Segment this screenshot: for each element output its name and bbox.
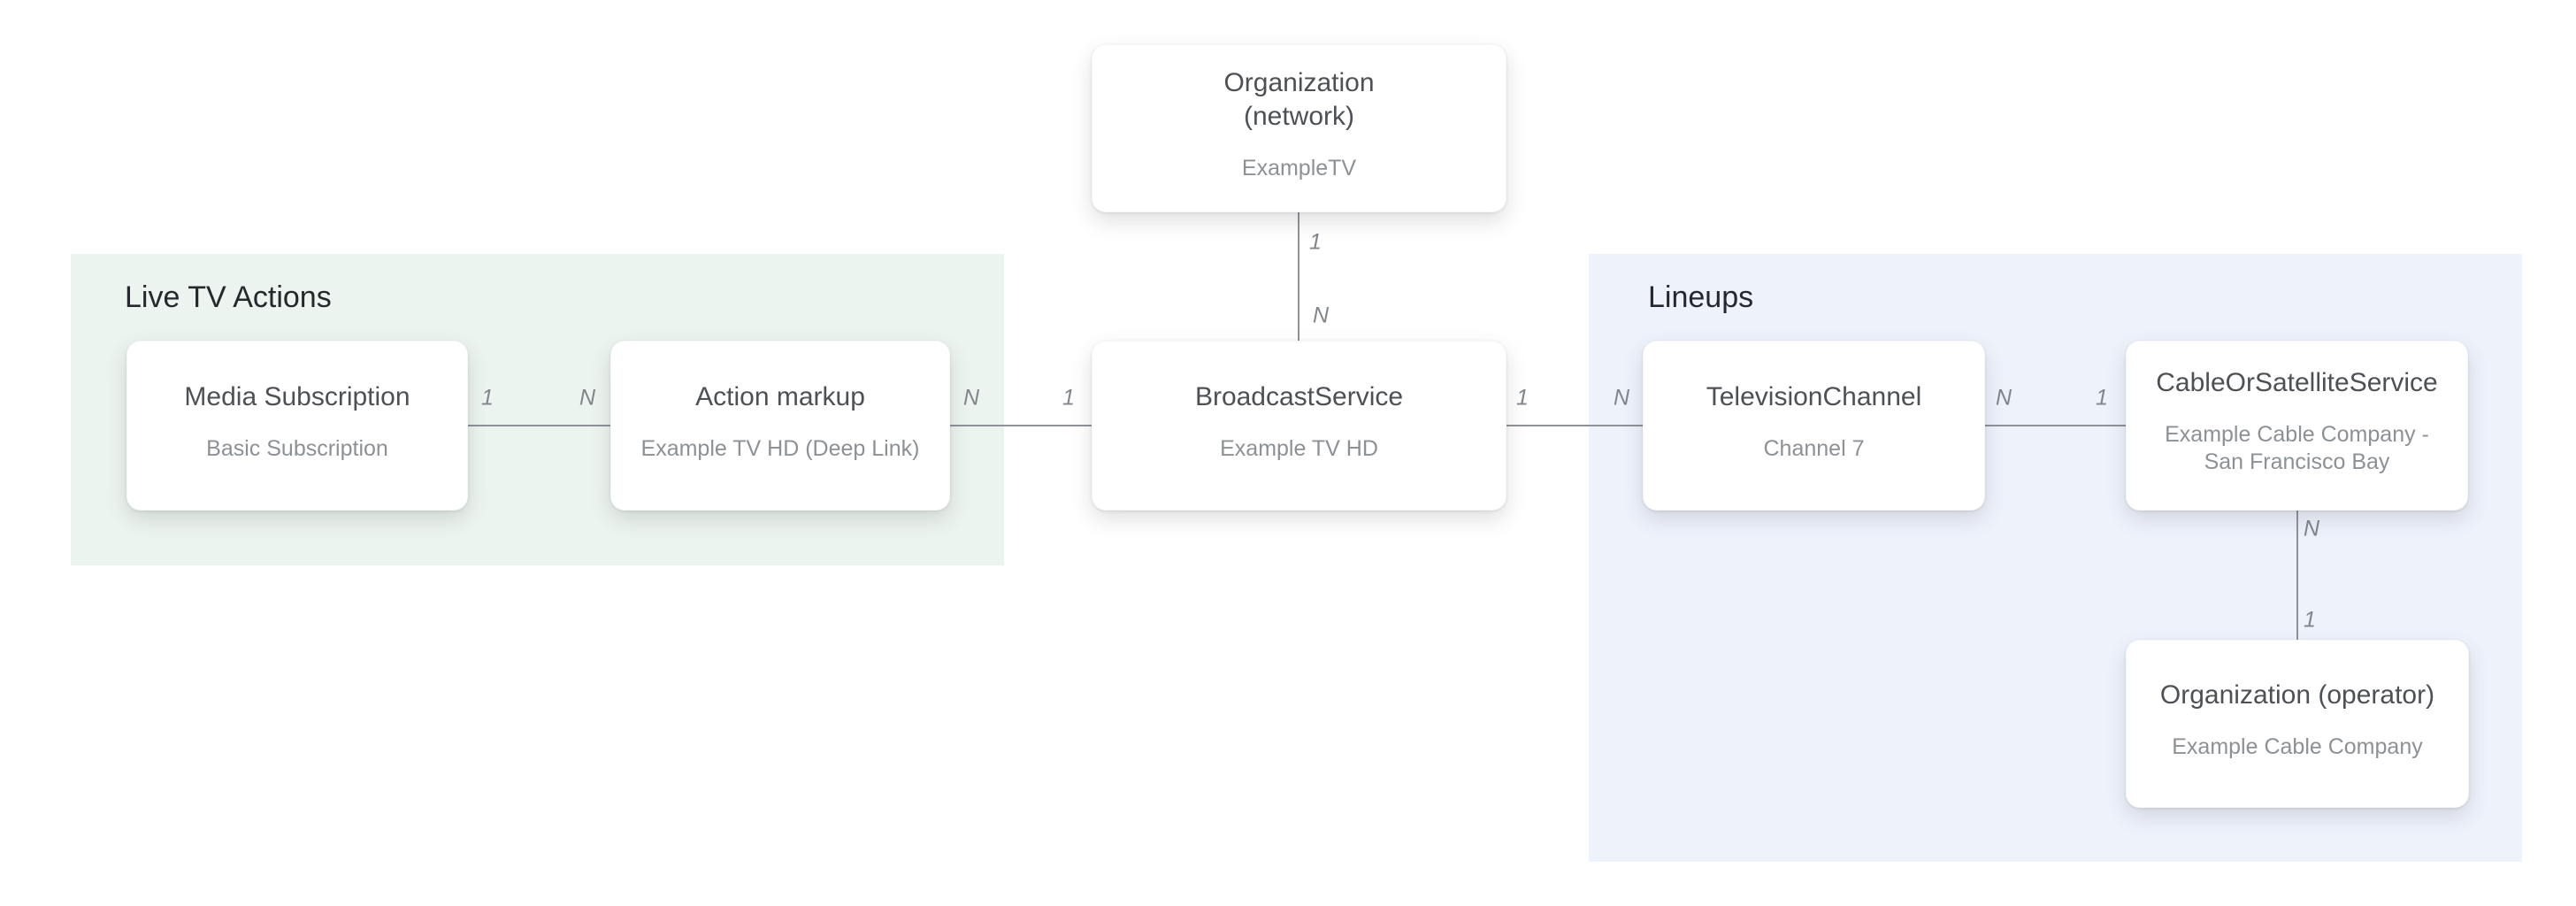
node-title: Action markup [695, 381, 865, 411]
cardinality-label: N [1312, 303, 1330, 328]
cardinality-label: N [2303, 516, 2320, 541]
node-title: Organization [1223, 67, 1375, 97]
connector-action-markup-to-broadcast-service [950, 425, 1092, 426]
node-media-subscription: Media Subscription Basic Subscription [126, 341, 468, 511]
connector-media-subscription-to-action-markup [468, 425, 610, 426]
cardinality-label: 1 [481, 385, 494, 411]
node-title: TelevisionChannel [1706, 381, 1922, 411]
cardinality-label: 1 [2304, 607, 2316, 633]
cardinality-label: N [1995, 385, 2012, 411]
node-television-channel: TelevisionChannel Channel 7 [1643, 341, 1985, 511]
connector-broadcast-service-to-television-channel [1506, 425, 1643, 426]
node-cable-or-satellite-service: CableOrSatelliteService Example Cable Co… [2126, 341, 2468, 511]
node-organization-network: Organization (network) ExampleTV [1092, 44, 1506, 212]
node-subtitle: Example Cable Company [2172, 733, 2423, 759]
node-title: Media Subscription [184, 381, 410, 411]
node-subtitle: Channel 7 [1763, 435, 1865, 461]
node-title: Organization (operator) [2159, 680, 2435, 710]
lineups-region-label: Lineups [1648, 280, 1754, 314]
live-tv-actions-region-label: Live TV Actions [125, 280, 332, 314]
node-title-line2: (network) [1243, 101, 1355, 131]
connector-cable-service-to-organization-operator [2296, 511, 2298, 640]
cardinality-label: 1 [1309, 229, 1322, 255]
cardinality-label: 1 [1516, 385, 1529, 411]
node-subtitle: Basic Subscription [206, 435, 388, 461]
node-subtitle: Example Cable Company - [2165, 422, 2429, 447]
connector-television-channel-to-cable-service [1985, 425, 2126, 426]
node-organization-operator: Organization (operator) Example Cable Co… [2126, 640, 2469, 808]
node-broadcast-service: BroadcastService Example TV HD [1092, 341, 1506, 511]
cardinality-label: N [579, 385, 596, 411]
cardinality-label: 1 [1062, 385, 1075, 411]
connector-organization-network-to-broadcast-service [1298, 212, 1300, 341]
node-subtitle: Example TV HD [1220, 435, 1378, 461]
node-title: CableOrSatelliteService [2156, 368, 2438, 397]
node-subtitle: Example TV HD (Deep Link) [640, 435, 920, 461]
cardinality-label: N [962, 385, 980, 411]
node-title: BroadcastService [1194, 381, 1404, 411]
node-action-markup: Action markup Example TV HD (Deep Link) [610, 341, 950, 511]
node-subtitle: ExampleTV [1241, 155, 1357, 180]
cardinality-label: 1 [2096, 385, 2108, 411]
node-subtitle-line2: San Francisco Bay [2204, 449, 2390, 474]
cardinality-label: N [1613, 385, 1630, 411]
